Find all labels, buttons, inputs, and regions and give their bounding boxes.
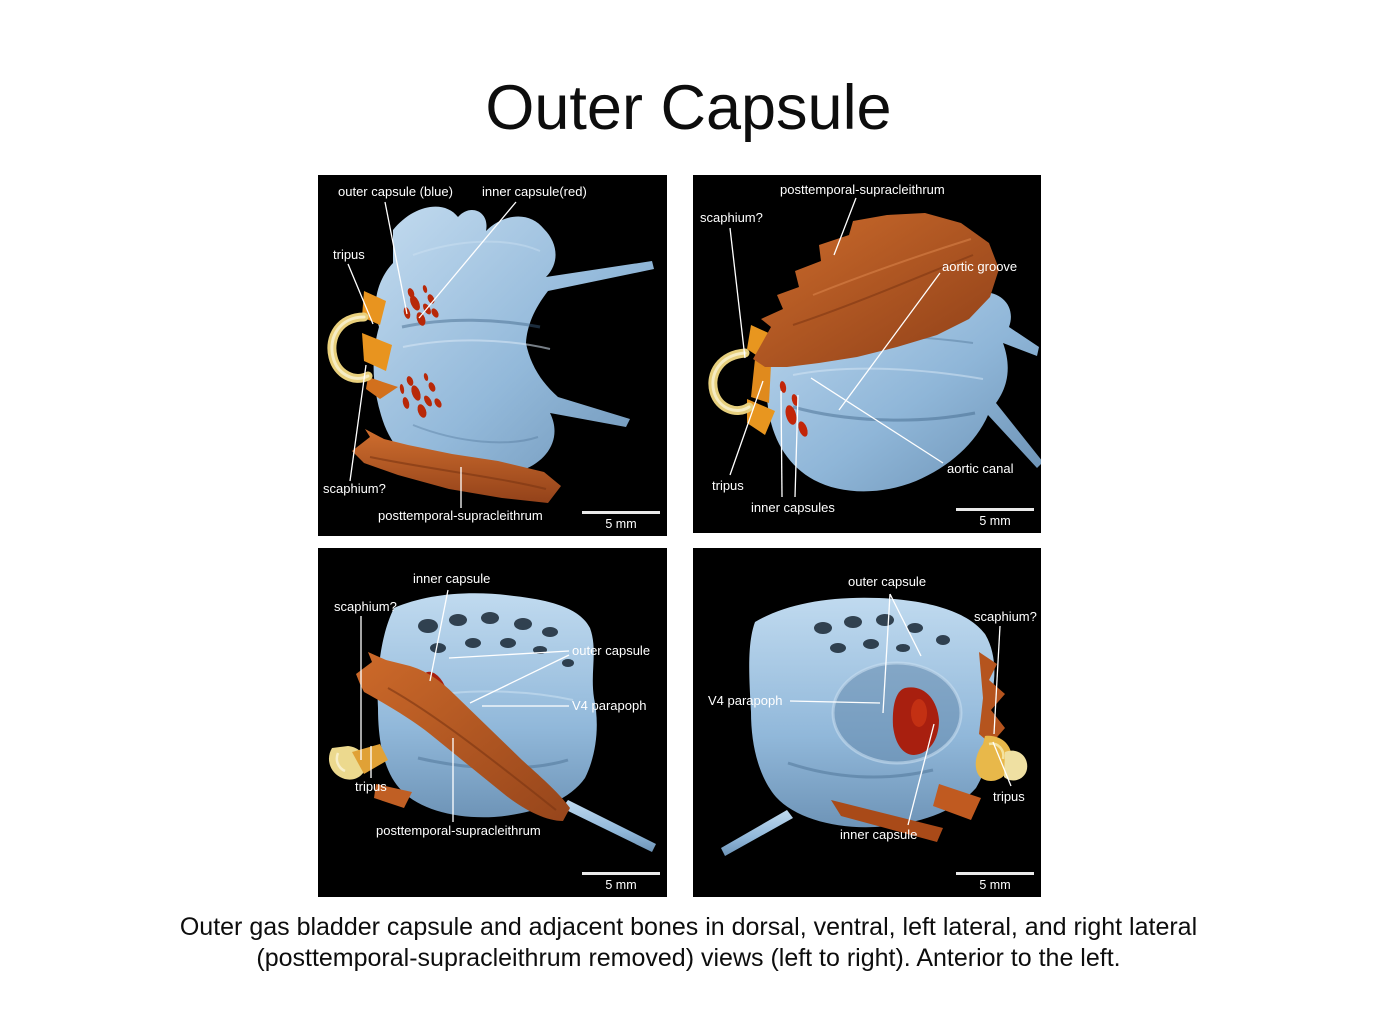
posttemporal-supracleithrum-remnant xyxy=(831,652,1005,842)
label-outer-capsule: outer capsule xyxy=(848,574,927,589)
figure-caption: Outer gas bladder capsule and adjacent b… xyxy=(0,912,1377,974)
label-inner-capsule: inner capsule(red) xyxy=(482,184,587,199)
outer-capsule-bone xyxy=(377,593,656,852)
scale-bar: 5 mm xyxy=(956,508,1034,530)
label-tripus: tripus xyxy=(712,478,744,493)
scale-bar-line xyxy=(582,511,660,514)
trabecular-holes xyxy=(814,614,950,653)
leader-lines xyxy=(347,201,517,508)
scale-bar-label: 5 mm xyxy=(979,878,1011,892)
label-scaphium: scaphium? xyxy=(323,481,386,496)
scale-bar-label: 5 mm xyxy=(979,514,1011,528)
outer-capsule-bone xyxy=(373,206,654,483)
label-tripus: tripus xyxy=(333,247,365,262)
right-lateral-view-render xyxy=(721,593,1028,856)
label-outer-capsule: outer capsule xyxy=(572,643,651,658)
posttemporal-supracleithrum-bone xyxy=(352,429,561,503)
inner-capsule-red-specks xyxy=(399,285,442,418)
scale-bar-line xyxy=(956,508,1034,511)
scale-bar: 5 mm xyxy=(582,511,660,533)
scale-bar: 5 mm xyxy=(582,872,660,894)
ventral-view-render xyxy=(708,197,1041,498)
label-v4-parapophysis: V4 parapoph xyxy=(708,693,783,708)
scaphium-bone xyxy=(708,348,754,415)
scale-bar: 5 mm xyxy=(956,872,1034,894)
posttemporal-supracleithrum-bone xyxy=(356,652,570,821)
scale-bar-label: 5 mm xyxy=(605,517,637,531)
scaphium-bone xyxy=(327,312,373,383)
panel-ventral-view: posttemporal-supracleithrum scaphium? ao… xyxy=(693,175,1041,533)
label-posttemporal-supracleithrum: posttemporal-supracleithrum xyxy=(376,823,541,838)
page-title: Outer Capsule xyxy=(485,73,892,143)
caption-line-2: (posttemporal-supracleithrum removed) vi… xyxy=(256,944,1121,972)
label-scaphium: scaphium? xyxy=(334,599,397,614)
label-aortic-canal: aortic canal xyxy=(947,461,1014,476)
tripus-bone xyxy=(975,735,1012,781)
tripus-bone xyxy=(362,291,398,399)
scale-bar-line xyxy=(956,872,1034,875)
label-tripus: tripus xyxy=(355,779,387,794)
label-scaphium: scaphium? xyxy=(974,609,1037,624)
panel-right-lateral-view: outer capsule scaphium? V4 parapoph trip… xyxy=(693,548,1041,897)
panel-left-lateral-view: inner capsule scaphium? outer capsule V4… xyxy=(318,548,667,897)
label-inner-capsule: inner capsule xyxy=(413,571,491,586)
left-lateral-view-render xyxy=(328,589,656,852)
caption-line-1: Outer gas bladder capsule and adjacent b… xyxy=(179,913,1198,941)
posttemporal-supracleithrum-bone xyxy=(753,213,999,367)
label-scaphium: scaphium? xyxy=(700,210,763,225)
inner-capsule-red xyxy=(892,687,939,755)
dorsal-view-render xyxy=(327,201,654,508)
leader-lines xyxy=(360,589,570,822)
scaphium-bone xyxy=(1004,750,1028,781)
panel-dorsal-view: outer capsule (blue) inner capsule(red) … xyxy=(318,175,667,536)
scale-bar-label: 5 mm xyxy=(605,878,637,892)
label-posttemporal-supracleithrum: posttemporal-supracleithrum xyxy=(378,508,543,523)
label-v4-parapophysis: V4 parapoph xyxy=(572,698,647,713)
label-posttemporal-supracleithrum: posttemporal-supracleithrum xyxy=(780,182,945,197)
label-aortic-groove: aortic groove xyxy=(942,259,1018,274)
label-inner-capsule: inner capsule xyxy=(840,827,918,842)
leader-lines xyxy=(789,593,1012,826)
label-tripus: tripus xyxy=(993,789,1025,804)
scale-bar-line xyxy=(582,872,660,875)
leader-lines xyxy=(729,197,944,498)
label-outer-capsule: outer capsule (blue) xyxy=(338,184,453,199)
label-inner-capsules: inner capsules xyxy=(751,500,835,515)
